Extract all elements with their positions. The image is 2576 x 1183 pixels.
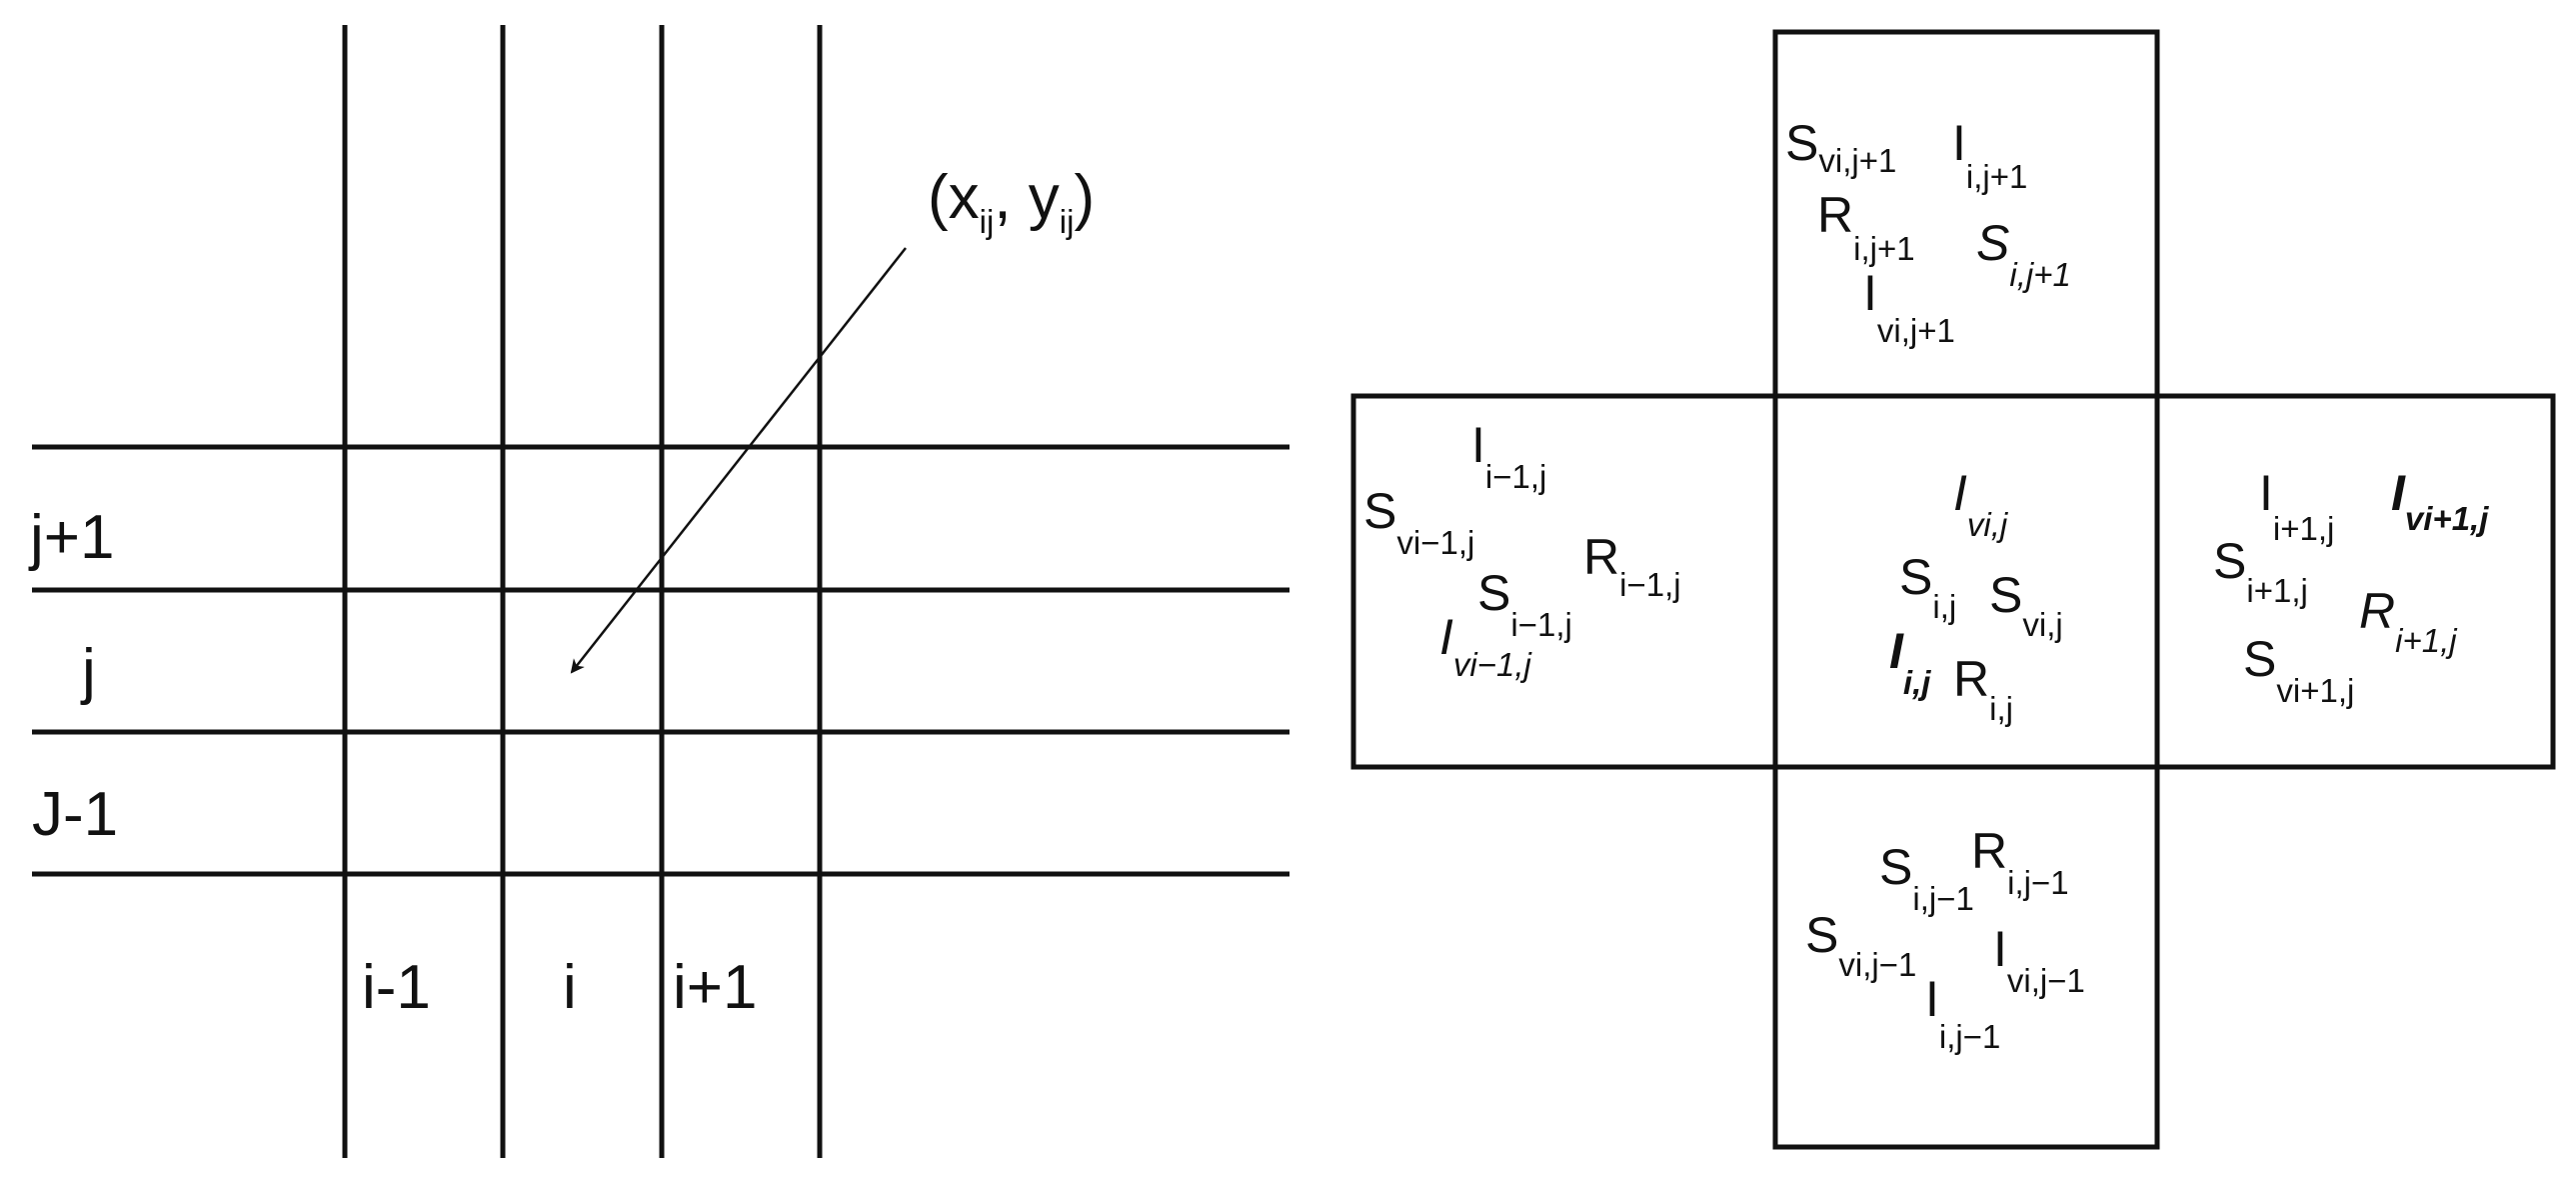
point-y-sub: ij — [1060, 203, 1075, 240]
stencil-top-term: Ii,j+1 — [1952, 115, 2027, 195]
grid-panel: j+1 j J-1 i-1 i i+1 (xij, yij) — [28, 25, 1289, 1158]
col-label-i-plus-1: i+1 — [673, 953, 757, 1022]
stencil-left-term: Svi−1,j — [1363, 483, 1474, 561]
stencil-top-term: Si,j+1 — [1976, 215, 2071, 293]
stencil-bottom-term: Ivi,j−1 — [1993, 921, 2085, 999]
point-x-sub: ij — [980, 203, 995, 240]
row-label-j-minus-1: J-1 — [32, 780, 118, 849]
stencil-cell-right — [2154, 393, 2556, 770]
col-label-i: i — [563, 953, 577, 1022]
stencil-bottom-term: Ri,j−1 — [1971, 823, 2069, 901]
stencil-left-terms: Ii−1,j Svi−1,j Ri−1,j Si−1,j Ivi−1,j — [1363, 417, 1681, 683]
point-y: y — [1029, 163, 1060, 232]
point-arrow — [570, 247, 907, 674]
stencil-center-term: Ii,j — [1889, 623, 1931, 701]
stencil-right-terms: Ii+1,j Ivi+1,j Si+1,j Ri+1,j Svi+1,j — [2213, 465, 2489, 709]
stencil-center-term: Ivi,j — [1953, 465, 2009, 543]
point-x: x — [949, 163, 980, 232]
stencil-right-term: Ri+1,j — [2359, 583, 2458, 659]
col-label-i-minus-1: i-1 — [362, 953, 431, 1022]
stencil-center-terms: Ivi,j Si,j Svi,j Ii,j Ri,j — [1889, 465, 2063, 727]
stencil-boxes — [1350, 29, 2556, 1150]
stencil-right-term: Si+1,j — [2213, 533, 2308, 609]
point-label: (xij, yij) — [928, 163, 1095, 240]
stencil-top-terms: Svi,j+1 Ii,j+1 Ri,j+1 Si,j+1 Ivi,j+1 — [1785, 115, 2071, 349]
stencil-right-term: Ii+1,j — [2259, 465, 2334, 547]
stencil-left-term: Ivi−1,j — [1439, 609, 1533, 683]
stencil-left-term: Si−1,j — [1477, 565, 1572, 643]
svg-text:(xij, yij): (xij, yij) — [928, 163, 1095, 240]
stencil-bottom-term: Svi,j−1 — [1805, 907, 1916, 983]
stencil-center-term: Si,j — [1899, 549, 1956, 625]
grid-horizontal-lines — [32, 444, 1289, 877]
stencil-cell-bottom — [1772, 764, 2160, 1150]
stencil-left-term: Ri−1,j — [1583, 529, 1681, 603]
row-label-j-plus-1: j+1 — [28, 503, 114, 572]
stencil-center-term: Ri,j — [1953, 651, 2013, 727]
row-label-j: j — [80, 637, 96, 706]
stencil-panel: Svi,j+1 Ii,j+1 Ri,j+1 Si,j+1 Ivi,j+1 Ii−… — [1350, 29, 2556, 1150]
stencil-bottom-term: Si,j−1 — [1879, 839, 1974, 917]
stencil-center-term: Svi,j — [1989, 567, 2063, 643]
stencil-right-term: Ivi+1,j — [2391, 465, 2489, 537]
stencil-top-term: Svi,j+1 — [1785, 115, 1896, 179]
stencil-top-term: Ivi,j+1 — [1863, 265, 1955, 349]
stencil-bottom-term: Ii,j−1 — [1925, 971, 2000, 1055]
stencil-bottom-terms: Si,j−1 Ri,j−1 Svi,j−1 Ivi,j−1 Ii,j−1 — [1805, 823, 2085, 1055]
stencil-left-term: Ii−1,j — [1471, 417, 1546, 495]
stencil-right-term: Svi+1,j — [2243, 631, 2354, 709]
stencil-cell-center — [1772, 393, 2160, 770]
stencil-top-term: Ri,j+1 — [1817, 187, 1915, 267]
stencil-cell-left — [1350, 393, 1778, 770]
